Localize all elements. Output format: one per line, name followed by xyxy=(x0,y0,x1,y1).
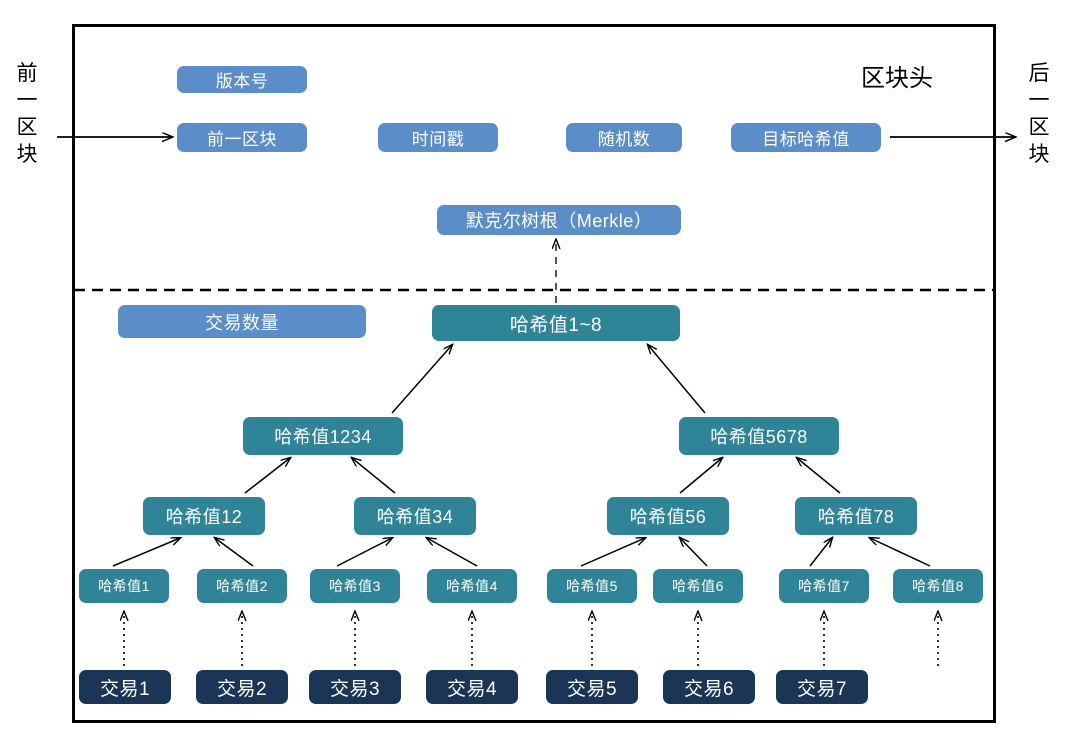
transaction-2[interactable]: 交易2 xyxy=(196,670,288,704)
hash-leaf-7[interactable]: 哈希值7 xyxy=(779,569,869,603)
hash-leaf-4[interactable]: 哈希值4 xyxy=(427,569,517,603)
edge-h2-to-12 xyxy=(215,538,254,567)
edge-h3-to-34 xyxy=(336,538,392,567)
hash-leaf-1[interactable]: 哈希值1 xyxy=(79,569,169,603)
edge-h8-to-78 xyxy=(870,538,931,567)
hash-leaf-3[interactable]: 哈希值3 xyxy=(310,569,400,603)
edge-h1-to-12 xyxy=(112,538,180,567)
hash-node-l3-2[interactable]: 哈希值34 xyxy=(354,497,476,535)
previous-block-label: 前一区块 xyxy=(16,62,38,166)
header-field-3[interactable]: 时间戳 xyxy=(378,123,498,152)
edge-56-to-5678 xyxy=(679,458,722,494)
edge-78-to-5678 xyxy=(797,458,841,494)
transaction-6[interactable]: 交易6 xyxy=(663,670,755,704)
header-field-2[interactable]: 前一区块 xyxy=(177,123,307,152)
hash-node-l2-2[interactable]: 哈希值5678 xyxy=(679,417,839,455)
transaction-1[interactable]: 交易1 xyxy=(79,670,171,704)
hash-leaf-6[interactable]: 哈希值6 xyxy=(653,569,743,603)
edge-12-to-1234 xyxy=(244,458,290,494)
block-header-title: 区块头 xyxy=(861,65,933,92)
transaction-7[interactable]: 交易7 xyxy=(776,670,868,704)
transaction-3[interactable]: 交易3 xyxy=(309,670,401,704)
hash-node-l3-3[interactable]: 哈希值56 xyxy=(607,497,729,535)
header-field-4[interactable]: 随机数 xyxy=(566,123,682,152)
transaction-4[interactable]: 交易4 xyxy=(426,670,518,704)
hash-leaf-5[interactable]: 哈希值5 xyxy=(547,569,637,603)
header-field-7[interactable]: 交易数量 xyxy=(118,305,366,338)
header-field-1[interactable]: 版本号 xyxy=(177,66,307,93)
edge-h7-to-78 xyxy=(809,538,832,567)
next-block-label: 后一区块 xyxy=(1028,62,1050,166)
header-field-5[interactable]: 目标哈希值 xyxy=(731,123,881,152)
hash-node-root[interactable]: 哈希值1~8 xyxy=(432,305,680,341)
edge-5678-to-root xyxy=(648,345,706,414)
hash-leaf-8[interactable]: 哈希值8 xyxy=(893,569,983,603)
header-field-6[interactable]: 默克尔树根（Merkle） xyxy=(437,205,681,235)
transaction-5[interactable]: 交易5 xyxy=(546,670,638,704)
edge-h4-to-34 xyxy=(427,538,478,567)
hash-leaf-2[interactable]: 哈希值2 xyxy=(197,569,287,603)
hash-node-l3-4[interactable]: 哈希值78 xyxy=(795,497,917,535)
hash-node-l2-1[interactable]: 哈希值1234 xyxy=(243,417,403,455)
edge-1234-to-root xyxy=(391,345,452,414)
edge-h5-to-56 xyxy=(580,538,645,567)
edge-34-to-1234 xyxy=(352,458,396,494)
hash-node-l3-1[interactable]: 哈希值12 xyxy=(143,497,265,535)
edge-h6-to-56 xyxy=(680,538,708,567)
